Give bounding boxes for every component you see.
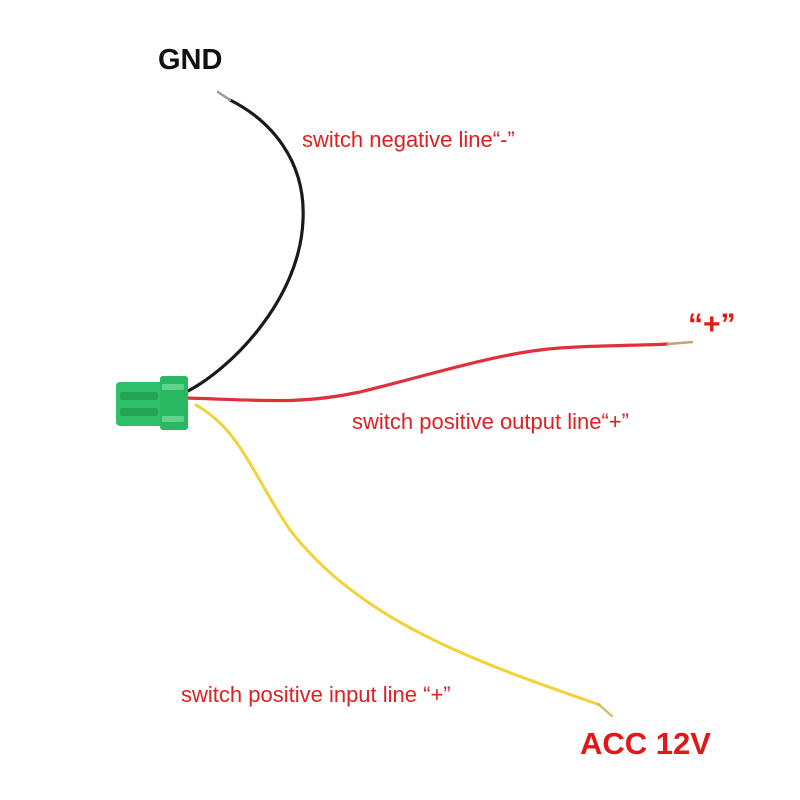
gnd-label: GND bbox=[158, 44, 223, 76]
yellow-input-wire bbox=[194, 403, 602, 707]
black-wire-stripped-tip bbox=[216, 90, 232, 102]
red-output-wire bbox=[184, 342, 670, 403]
yellow-wire-stripped-tip bbox=[596, 702, 614, 718]
black-ground-wire bbox=[184, 98, 305, 394]
negative-line-label: switch negative line“-” bbox=[302, 127, 515, 152]
positive-input-line-label: switch positive input line “+” bbox=[181, 682, 451, 707]
red-wire-stripped-tip bbox=[666, 340, 694, 346]
positive-output-line-label: switch positive output line“+” bbox=[352, 409, 629, 434]
green-connector bbox=[116, 376, 188, 430]
acc-12v-label: ACC 12V bbox=[580, 726, 711, 761]
plus-terminal-label: “+” bbox=[688, 308, 736, 341]
